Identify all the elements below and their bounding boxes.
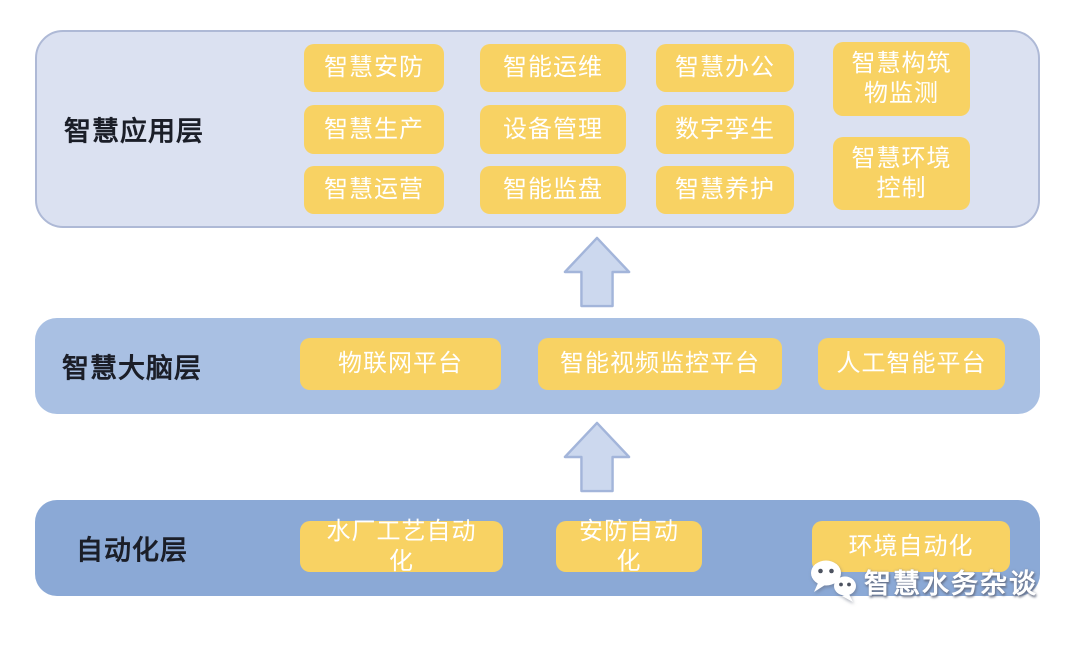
- application-layer-label: 智慧应用层: [64, 116, 204, 147]
- watermark-text: 智慧水务杂谈: [864, 569, 1038, 599]
- brain-layer-label: 智慧大脑层: [62, 353, 202, 384]
- app-box-smart-operations: 智慧运营: [304, 166, 444, 214]
- app-box-digital-twin: 数字孪生: [656, 105, 794, 154]
- app-box-smart-security: 智慧安防: [304, 44, 444, 92]
- app-box-structure-monitoring: 智慧构筑物监测: [833, 42, 970, 116]
- automation-layer-panel: 自动化层 水厂工艺自动化 安防自动化 环境自动化: [35, 500, 1040, 596]
- brain-box-iot-platform: 物联网平台: [300, 338, 501, 390]
- app-box-smart-maintenance: 智慧养护: [656, 166, 794, 214]
- up-arrow-icon: [563, 236, 631, 308]
- app-box-smart-office: 智慧办公: [656, 44, 794, 92]
- app-box-equipment-management: 设备管理: [480, 105, 626, 154]
- wechat-icon: [811, 560, 856, 602]
- app-box-smart-production: 智慧生产: [304, 105, 444, 154]
- watermark: 智慧水务杂谈: [808, 558, 1038, 604]
- app-box-intelligent-om: 智能运维: [480, 44, 626, 92]
- auto-box-security-automation: 安防自动化: [556, 518, 702, 575]
- auto-box-environment-automation: 环境自动化: [812, 521, 1010, 572]
- app-box-intelligent-monitoring: 智能监盘: [480, 166, 626, 214]
- application-layer-panel: 智慧应用层 智慧安防 智慧生产 智慧运营 智能运维 设备管理 智能监盘 智慧办公…: [35, 30, 1040, 228]
- automation-layer-label: 自动化层: [76, 535, 188, 566]
- brain-box-video-surveillance-platform: 智能视频监控平台: [538, 338, 782, 390]
- brain-box-ai-platform: 人工智能平台: [818, 338, 1005, 390]
- brain-layer-panel: 智慧大脑层 物联网平台 智能视频监控平台 人工智能平台: [35, 318, 1040, 414]
- auto-box-plant-process-automation: 水厂工艺自动化: [300, 518, 503, 575]
- up-arrow-icon: [563, 421, 631, 493]
- app-box-environment-control: 智慧环境控制: [833, 137, 970, 210]
